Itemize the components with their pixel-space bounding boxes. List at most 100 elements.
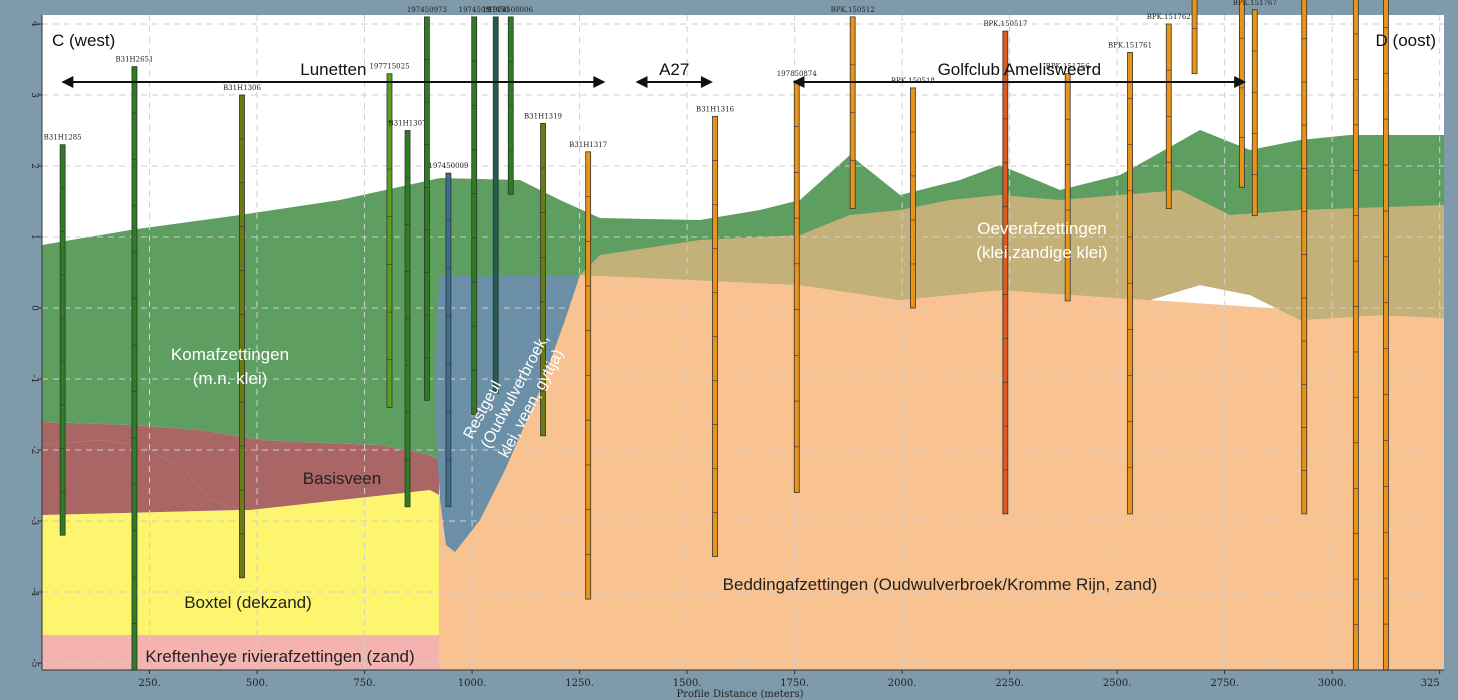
borehole: B31H1317 [569, 141, 607, 600]
borehole-label: B31H2651 [115, 56, 153, 64]
extent-arrowhead-left [635, 76, 648, 88]
label-bedding: Beddingafzettingen (Oudwulverbroek/Kromm… [723, 575, 1158, 594]
extent-label: Golfclub Amelisweerd [938, 60, 1101, 79]
borehole-column [1238, 0, 1245, 188]
borehole-label: BPK.150518 [891, 77, 935, 85]
y-axis-ticks: 4 3 2 1 0 -1 -2 -3 -4 -5 [29, 21, 42, 668]
borehole-label: 1974500006 [488, 6, 533, 14]
label-boxtel: Boxtel (dekzand) [184, 593, 312, 612]
x-tick-label: 1250. [565, 678, 594, 689]
y-tick-label: 4 [29, 21, 39, 27]
extent-label: Lunetten [300, 60, 366, 79]
borehole: 197450 [482, 6, 509, 394]
corner-west-label: C (west) [52, 31, 115, 50]
layer-oeverafzettingen [580, 190, 1444, 320]
borehole-label: BPK.151767 [1233, 0, 1277, 7]
boreholes: B31H1285B31H2651B31H1306197715025B31H130… [44, 0, 1389, 671]
borehole: BPK.151767 [1233, 0, 1277, 217]
x-tick-label: 2000. [888, 678, 917, 689]
borehole-column [471, 16, 478, 415]
y-tick-label: 0 [29, 305, 39, 311]
x-axis-title: Profile Distance (meters) [676, 689, 803, 700]
y-tick-label: 3 [29, 92, 39, 98]
extent-arrowhead-right [593, 76, 606, 88]
extent-arrowhead-right [1234, 76, 1247, 88]
borehole-label: 197450009 [428, 162, 468, 170]
borehole-label: 197450 [482, 6, 509, 14]
axes [41, 15, 1444, 671]
borehole-label: B31H1306 [223, 84, 262, 92]
label-komafzettingen: Komafzettingen [171, 345, 289, 364]
x-tick-label: 3000. [1318, 678, 1347, 689]
x-tick-label: 250. [138, 678, 160, 689]
x-tick-label: 1000. [458, 678, 487, 689]
x-tick-label: 2750. [1210, 678, 1239, 689]
borehole-column [793, 80, 800, 493]
borehole-column [424, 16, 430, 401]
borehole-column [1251, 9, 1258, 217]
label-kreftenheye: Kreftenheye rivierafzettingen (zand) [145, 647, 414, 666]
borehole-label: B31H1316 [696, 105, 735, 113]
borehole-label: BPK.151762 [1147, 13, 1191, 21]
borehole-label: BPK.151756 [1046, 63, 1091, 71]
y-tick-label: -2 [29, 446, 39, 455]
label-oeverafzettingen: Oeverafzettingen [977, 219, 1106, 238]
grid-lines [42, 15, 1444, 670]
borehole-label: 197715025 [369, 63, 409, 71]
borehole-label: B31H1307 [389, 120, 427, 128]
borehole-label: BPK.151761 [1108, 41, 1152, 49]
borehole-column [1064, 73, 1071, 302]
borehole-column [1301, 0, 1308, 515]
borehole-column [909, 87, 916, 309]
borehole: BPK.150512 [831, 6, 875, 209]
y-tick-label: 1 [29, 234, 39, 240]
extent-arrowhead-left [792, 76, 805, 88]
y-tick-label: -4 [29, 588, 39, 597]
borehole-column [59, 144, 66, 536]
label-basisveen: Basisveen [303, 469, 381, 488]
corner-east-label: D (oost) [1376, 31, 1436, 50]
borehole: B31H1307 [389, 120, 427, 508]
borehole: BPK.151756 [1046, 63, 1091, 302]
borehole-column [1383, 0, 1389, 671]
x-tick-label: 1750. [780, 678, 809, 689]
borehole-column [540, 123, 546, 437]
borehole: 1974500006 [488, 6, 534, 195]
borehole-column [445, 172, 452, 508]
layer-kreftenheye [42, 635, 439, 670]
x-tick-label: 750. [353, 678, 375, 689]
borehole-label: B31H1319 [524, 112, 562, 120]
borehole: B31H1316 [696, 105, 735, 557]
extent-arrowhead-right [700, 76, 713, 88]
borehole: B31H1322 [1301, 0, 1308, 515]
borehole: BPK.151765 [1191, 0, 1198, 75]
y-tick-label: 2 [29, 163, 39, 169]
borehole: 197715025 [369, 63, 410, 408]
borehole-column [386, 73, 393, 408]
borehole-column [239, 94, 245, 579]
borehole: B31H1319 [524, 112, 562, 437]
y-tick-label: -3 [29, 517, 39, 526]
label-oeverafzettingen-sub: (klei,zandige klei) [976, 243, 1107, 262]
layer-bedding [439, 275, 1444, 670]
x-tick-label: 1500. [673, 678, 702, 689]
x-tick-label: 2250. [995, 678, 1024, 689]
label-komafzettingen-sub: (m.n. klei) [193, 369, 268, 388]
borehole: B31H1306 [223, 84, 262, 579]
y-tick-label: -5 [29, 659, 39, 668]
borehole: 197450973 [407, 6, 447, 401]
borehole: 1974509 [459, 6, 490, 415]
x-tick-label: 2500. [1103, 678, 1132, 689]
borehole: BPK.150518 [891, 77, 935, 309]
borehole-label: B31H1317 [569, 141, 607, 149]
borehole-label: 197850874 [777, 70, 818, 78]
borehole-label: 197450973 [407, 6, 447, 14]
x-tick-label: 500. [246, 678, 268, 689]
borehole: 197450009 [428, 162, 468, 508]
x-tick-label: 325 [1421, 678, 1440, 689]
extent-label: A27 [659, 60, 689, 79]
y-tick-label: -1 [29, 375, 39, 384]
borehole-label: 1974509 [459, 6, 490, 14]
extent-arrowhead-left [61, 76, 74, 88]
borehole-column [1002, 30, 1009, 515]
